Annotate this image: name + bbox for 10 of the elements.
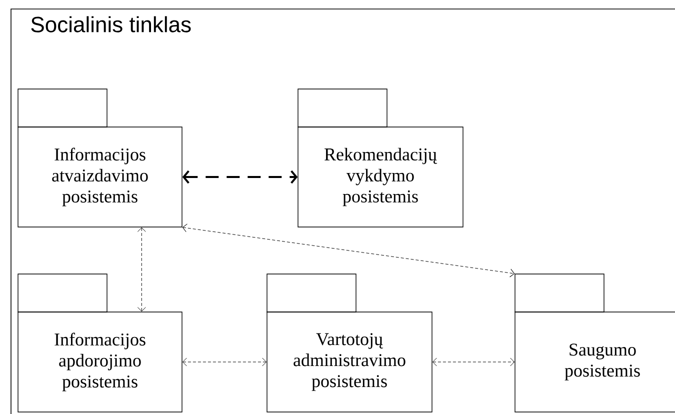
arrow (137, 227, 146, 312)
arrow (182, 224, 515, 278)
package-box: Rekomendacijų vykdymo posistemis (298, 88, 464, 228)
package-box: Vartotojų administravimo posistemis (266, 274, 432, 412)
arrow (182, 358, 267, 366)
package-box: Saugumo posistemis (514, 274, 675, 412)
package-box: Informacijos atvaizdavimo posistemis (18, 88, 182, 228)
arrow (432, 358, 515, 366)
arrow (182, 170, 298, 184)
package-box: Informacijos apdorojimo posistemis (18, 274, 182, 412)
